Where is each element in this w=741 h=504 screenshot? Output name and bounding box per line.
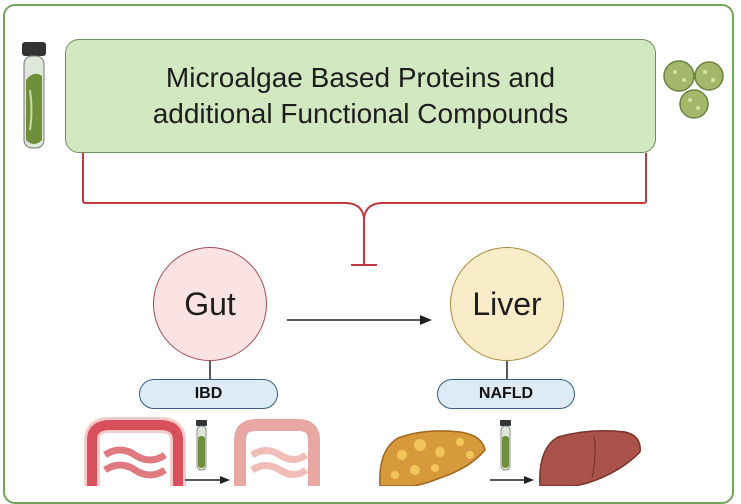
ibd-label: IBD xyxy=(194,385,223,402)
microalgae-cells-icon xyxy=(663,60,724,119)
test-tube-icon xyxy=(196,420,207,471)
diagram-graphics xyxy=(22,42,724,486)
nafld-pill: NAFLD xyxy=(437,379,575,409)
fatty-liver-icon xyxy=(379,430,486,486)
test-tube-icon xyxy=(500,420,511,471)
healthy-liver-icon xyxy=(539,430,641,486)
inhibition-bracket xyxy=(82,153,647,266)
nafld-label: NAFLD xyxy=(478,385,534,402)
liver-node: Liver xyxy=(450,247,564,361)
title-box: Microalgae Based Proteins and additional… xyxy=(65,39,656,153)
gut-node: Gut xyxy=(153,247,267,361)
gut-to-liver-arrow xyxy=(287,315,432,325)
healthy-intestine-icon xyxy=(234,419,320,486)
ibd-pill: IBD xyxy=(139,379,278,409)
title-text: Microalgae Based Proteins and additional… xyxy=(152,62,569,129)
test-tube-icon xyxy=(22,42,46,149)
liver-label: Liver xyxy=(472,285,542,322)
gut-label: Gut xyxy=(184,285,236,322)
inflamed-intestine-icon xyxy=(84,417,186,486)
